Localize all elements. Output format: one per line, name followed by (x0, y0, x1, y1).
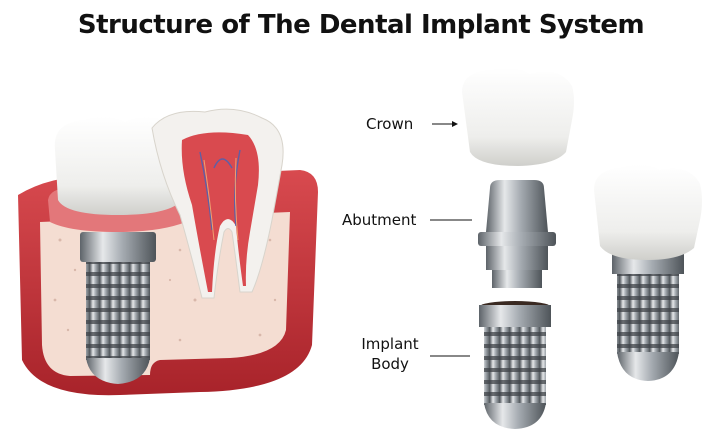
natural-tooth (151, 108, 284, 299)
label-implant-body-line1: Implant (361, 335, 419, 353)
label-abutment: Abutment (342, 211, 417, 229)
exploded-implant-body (479, 301, 551, 429)
jaw-crown (54, 116, 187, 215)
exploded-abutment (478, 180, 556, 288)
label-crown: Crown (366, 115, 414, 133)
label-pointers (430, 121, 472, 357)
jaw-implant (80, 232, 156, 384)
exploded-crown (462, 67, 574, 166)
diagram-title: Structure of The Dental Implant System (77, 10, 645, 40)
assembled-implant (594, 164, 702, 381)
label-implant-body-line2: Body (371, 355, 409, 373)
label-implant-body: Implant Body (358, 334, 422, 374)
